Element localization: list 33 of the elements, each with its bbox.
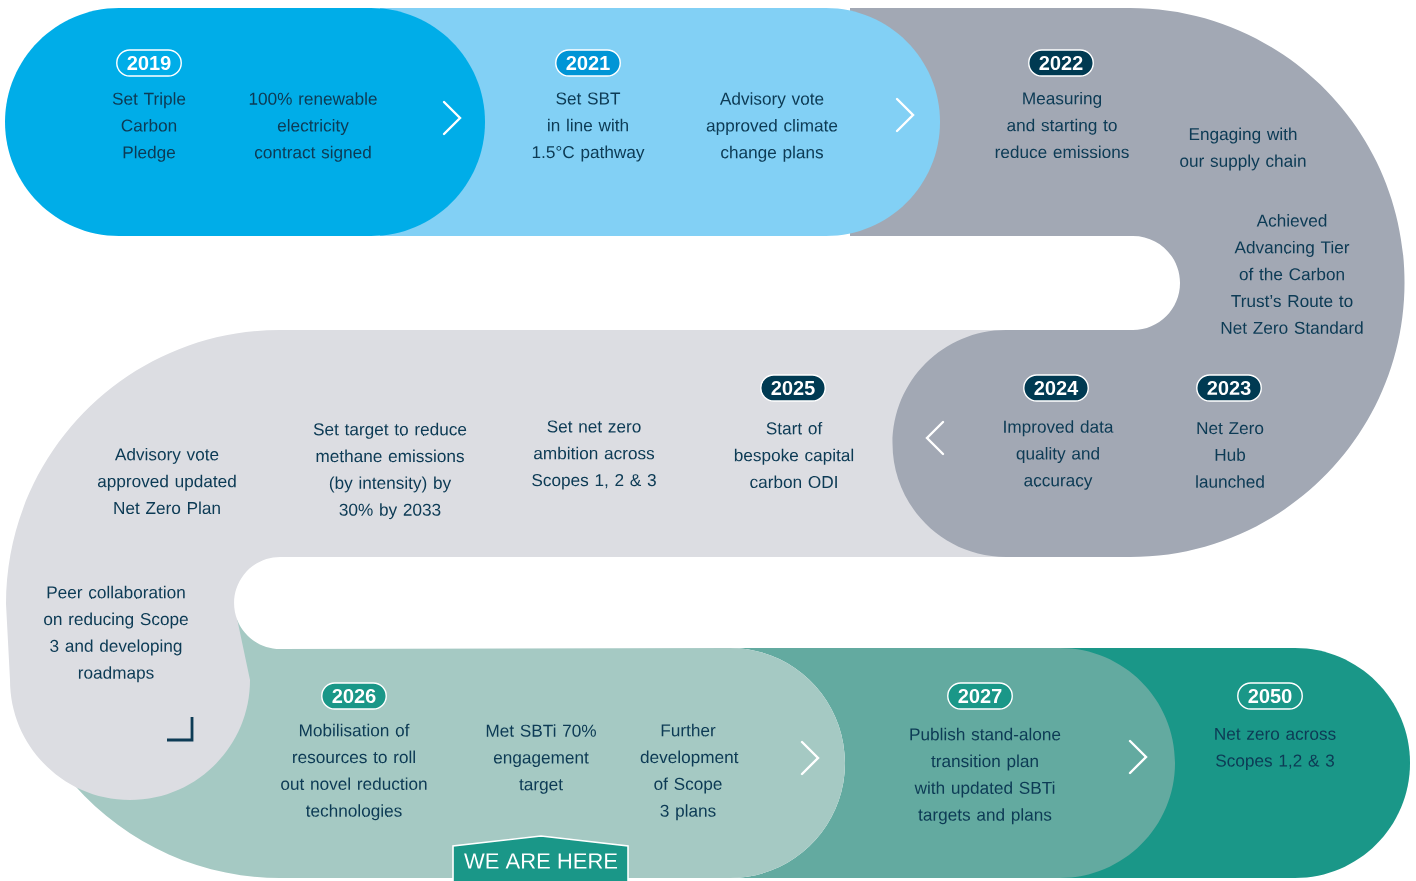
milestone-text: Start of bespoke capital carbon ODI bbox=[734, 421, 854, 489]
year-badge: 2027 bbox=[947, 682, 1013, 710]
year-badge: 2022 bbox=[1028, 49, 1094, 77]
year-badge: 2019 bbox=[116, 49, 182, 77]
milestone-text: Set Triple Carbon Pledge bbox=[112, 92, 186, 162]
chevron-arrow bbox=[895, 97, 915, 133]
chevron-arrow bbox=[442, 100, 462, 136]
milestone-text: Achieved Advancing Tier of the Carbon Trust’s Route to Net Zero Standard bbox=[1221, 214, 1363, 334]
milestone-text: Net Zero Hub launched bbox=[1196, 422, 1264, 488]
milestone-text: Mobilisation of resources to roll out novel reduction technologies bbox=[281, 723, 427, 821]
year-badge: 2050 bbox=[1237, 682, 1303, 710]
milestone-text: Peer collaboration on reducing Scope 3 and developing roadmaps bbox=[44, 585, 188, 683]
milestone-text: Set SBT in line with 1.5°C pathway bbox=[532, 92, 645, 162]
milestone-text: Engaging with our supply chain bbox=[1180, 127, 1306, 171]
year-badge: 2026 bbox=[321, 682, 387, 710]
milestone-text: Publish stand-alone transition plan with updated SBTi targets and plans bbox=[910, 727, 1061, 825]
milestone-text: Measuring and starting to reduce emissions bbox=[995, 91, 1129, 159]
milestone-text: Net zero across Scopes 1,2 & 3 bbox=[1215, 727, 1336, 771]
milestone-text: Set net zero ambition across Scopes 1, 2 & 3 bbox=[532, 420, 656, 490]
milestone-text: Advisory vote approved climate change plans bbox=[706, 92, 838, 162]
year-badge: 2025 bbox=[760, 374, 826, 402]
milestone-text: Advisory vote approved updated Net Zero Plan bbox=[97, 447, 236, 515]
milestone-text: Further development of Scope 3 plans bbox=[640, 723, 739, 821]
year-badge: 2023 bbox=[1196, 374, 1262, 402]
chevron-arrow bbox=[925, 420, 945, 456]
year-badge: 2024 bbox=[1023, 374, 1089, 402]
milestone-text: 100% renewable electricity contract signed bbox=[249, 92, 377, 162]
milestone-text: Met SBTi 70% engagement target bbox=[486, 724, 596, 794]
year-badge: 2021 bbox=[555, 49, 621, 77]
milestone-text: Set target to reduce methane emissions (by intensity) by 30% by 2033 bbox=[313, 422, 467, 520]
milestone-text: Improved data quality and accuracy bbox=[1004, 420, 1114, 490]
chevron-arrow bbox=[800, 740, 820, 776]
chevron-arrow bbox=[1128, 739, 1148, 775]
